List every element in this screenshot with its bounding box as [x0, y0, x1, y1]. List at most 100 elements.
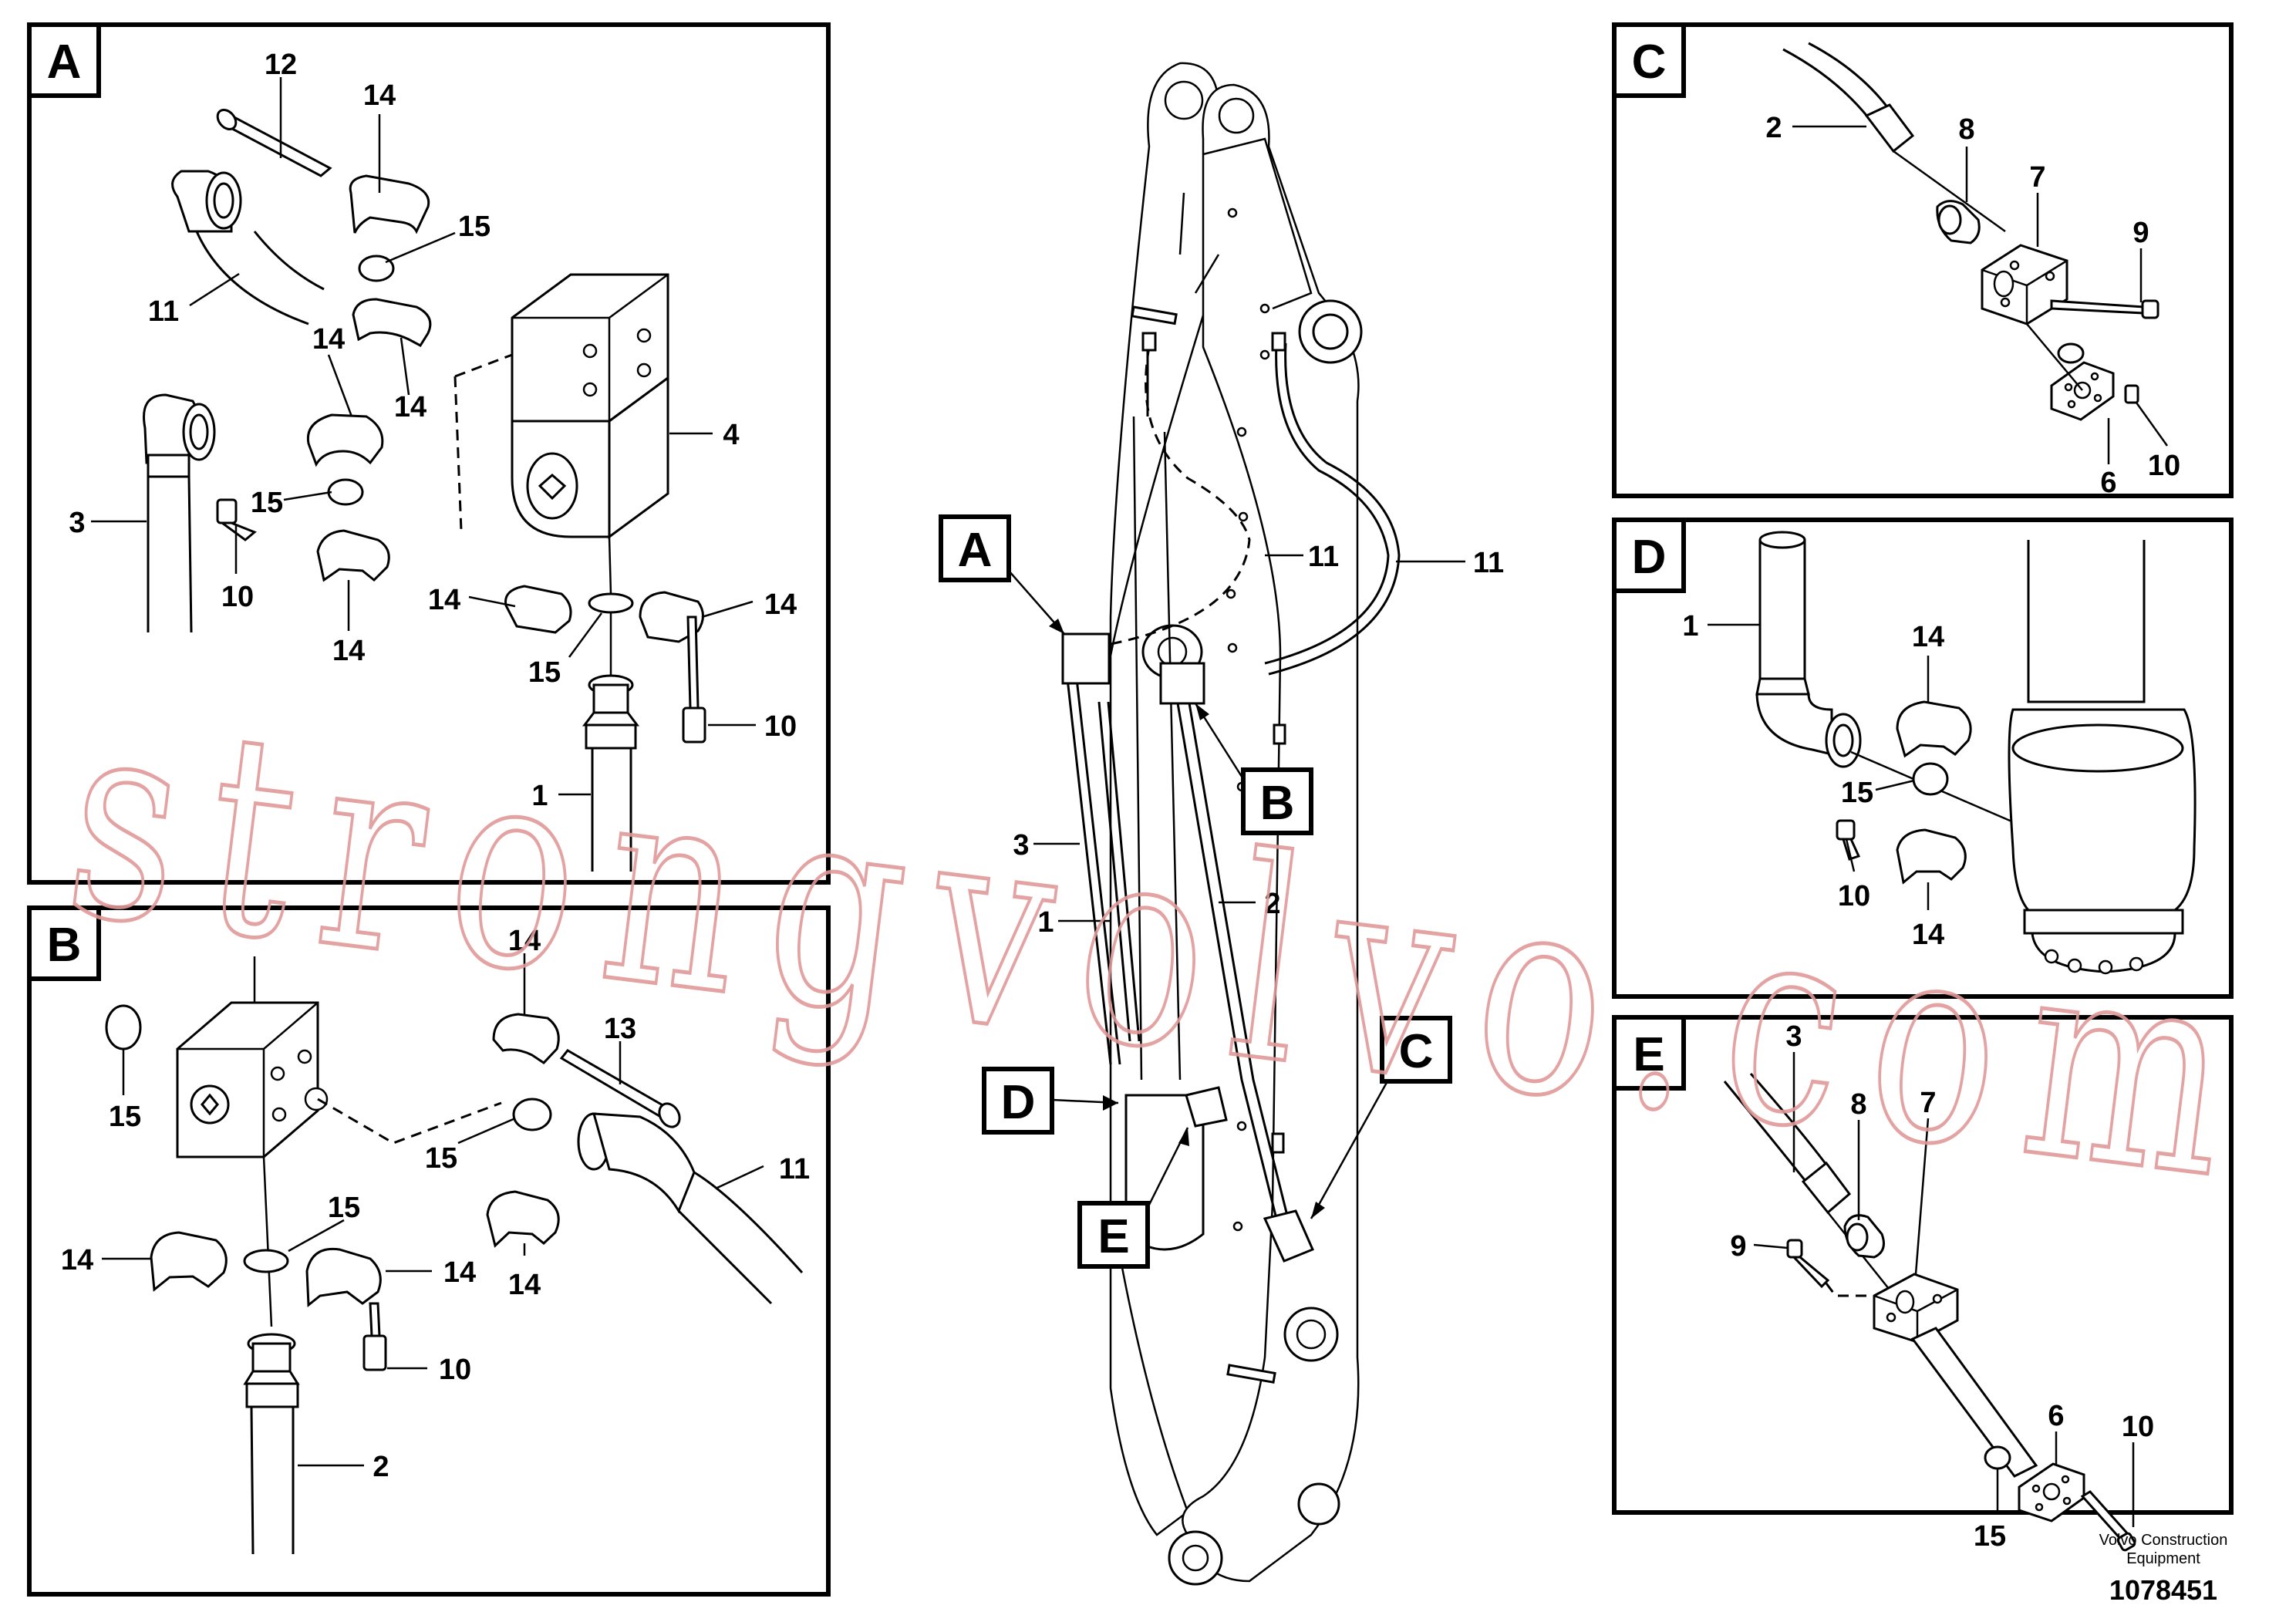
callout-e-8: 8	[1850, 1088, 1866, 1121]
callout-b-14-left: 14	[61, 1244, 93, 1276]
leader-a-14-mid	[327, 354, 353, 417]
detail-marker-b[interactable]: B	[1194, 703, 1313, 835]
half-flange-left	[306, 413, 384, 467]
callout-d-14: 14	[1912, 621, 1944, 653]
detail-marker-c[interactable]: C	[1310, 1016, 1452, 1219]
boom-bolt-2	[1259, 303, 1270, 314]
panel-c-frame	[1612, 22, 2234, 498]
panel-b-letter: B	[47, 919, 82, 972]
adapter-8	[1936, 200, 1981, 244]
hose-1	[1097, 701, 1141, 1042]
callout-b-15-mid: 15	[425, 1142, 457, 1175]
boom-nose-pin-inner	[1182, 1544, 1209, 1572]
callout-b-14-mid: 14	[508, 1269, 541, 1301]
callout-a-15-lower: 15	[528, 656, 561, 689]
panel-a-frame	[27, 22, 831, 885]
leader-e-9	[1753, 1243, 1789, 1249]
tube-e	[1910, 1327, 2038, 1478]
callout-a-14-lower: 14	[332, 635, 365, 667]
half-flange-d-top	[1896, 700, 1972, 758]
boom-bolt-3	[1259, 349, 1270, 360]
leader-d-10	[1845, 838, 1856, 872]
cylinder-pivot-inner	[1157, 636, 1188, 667]
o-ring-b-mid	[512, 1098, 552, 1131]
hose-11-left-dashed	[1110, 346, 1251, 646]
half-flange-b-left	[150, 1231, 228, 1292]
panel-b-letter-box	[27, 905, 101, 981]
callout-e-7: 7	[1920, 1087, 1936, 1119]
o-ring-b-low	[243, 1249, 289, 1273]
callout-d-10: 10	[1838, 880, 1870, 912]
callout-c-10: 10	[2148, 450, 2180, 482]
leader-b-15-mid	[457, 1117, 516, 1145]
flange-block-7	[1981, 244, 2068, 325]
boom-pin-top-left	[1164, 80, 1204, 120]
half-flange-small	[316, 529, 390, 582]
hose-fitting-2	[243, 1333, 300, 1555]
callout-e-15: 15	[1974, 1520, 2006, 1553]
manifold-block-4	[511, 273, 669, 539]
boom-cylinder-d	[2008, 540, 2197, 975]
leader-a-14-right	[701, 600, 754, 619]
panel-c-letter: C	[1632, 35, 1667, 89]
detail-marker-e[interactable]: E	[1077, 1127, 1189, 1269]
callout-a-3: 3	[69, 507, 85, 539]
callout-center-3: 3	[1013, 829, 1029, 862]
hose-d-1	[1755, 531, 2021, 827]
bolt-part-10-e	[2080, 1490, 2136, 1552]
callout-a-4: 4	[723, 419, 739, 451]
callout-b-13: 13	[604, 1013, 636, 1045]
o-ring-e	[1984, 1445, 2011, 1470]
hose-11-top-fitting-left	[1141, 332, 1157, 352]
callout-a-1: 1	[531, 780, 548, 812]
svg-text:D: D	[1001, 1076, 1036, 1129]
boom-nose-pin-right	[1297, 1482, 1340, 1526]
o-ring-top	[358, 255, 395, 282]
leader-d-15	[1875, 779, 1915, 791]
bolt-part-9-e	[1786, 1239, 1830, 1289]
detail-marker-a[interactable]: A	[939, 514, 1065, 635]
flange-6	[2050, 361, 2115, 421]
cylinder-rod-left	[1132, 416, 1182, 1081]
detail-panel-a: A	[27, 22, 831, 885]
boom-slot-1	[1131, 305, 1178, 325]
callout-b-10: 10	[439, 1354, 471, 1386]
svg-text:E: E	[1097, 1210, 1129, 1263]
callout-d-14-low: 14	[1912, 919, 1944, 951]
leader-a-11	[189, 272, 240, 307]
hose-11-right-inner	[1264, 342, 1390, 665]
panel-b-frame	[27, 905, 831, 1597]
panel-a-letter-box	[27, 22, 101, 98]
hose-11-right-outer	[1268, 342, 1401, 676]
boom-lower-pin-inner	[1296, 1319, 1327, 1350]
callout-d-15: 15	[1841, 777, 1873, 809]
half-flange-d-low	[1896, 828, 1967, 885]
fitting-block-a	[1061, 632, 1111, 685]
assembly-axis-c	[2026, 323, 2083, 391]
svg-text:C: C	[1399, 1025, 1434, 1078]
title-block: Volvo Construction Equipment 1078451	[2099, 1532, 2228, 1606]
callout-b-15-left: 15	[109, 1101, 141, 1133]
half-flange-right-a	[504, 585, 572, 634]
detail-panel-b: B	[27, 905, 831, 1597]
callout-c-6: 6	[2100, 467, 2116, 499]
callout-a-14-left: 14	[428, 584, 460, 616]
callout-c-2: 2	[1765, 112, 1782, 144]
o-ring-lower	[588, 592, 634, 614]
leader-b-11	[716, 1165, 764, 1189]
panel-d-letter-box	[1612, 518, 1686, 593]
detail-marker-d[interactable]: D	[982, 1067, 1119, 1135]
connection-dash-e	[1825, 1283, 1866, 1297]
hose-c-2	[1782, 42, 2006, 233]
callout-a-10-left: 10	[221, 581, 254, 613]
panel-d-frame	[1612, 518, 2234, 999]
company-name-line1: Volvo Construction	[2099, 1532, 2228, 1549]
callout-c-8: 8	[1958, 113, 1974, 146]
connection-dash-a	[453, 353, 513, 531]
callout-center-1: 1	[1037, 906, 1054, 939]
hose-3	[1066, 678, 1121, 1065]
leader-a-15-top	[385, 231, 456, 264]
callout-a-11: 11	[148, 295, 179, 328]
callout-center-2: 2	[1264, 888, 1280, 920]
